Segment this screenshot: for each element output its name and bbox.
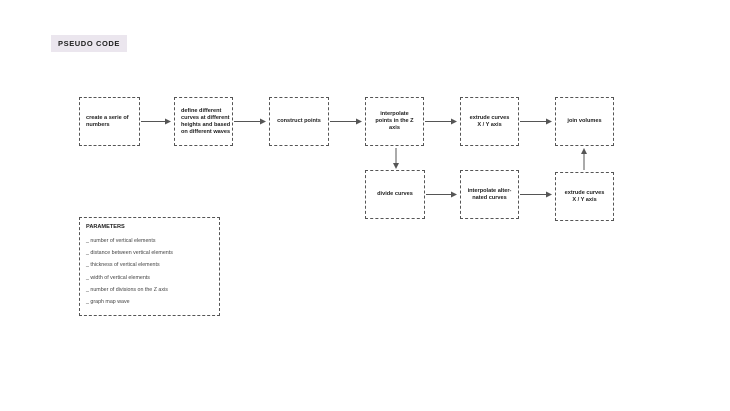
parameter-item: _ distance between vertical elements xyxy=(86,250,173,257)
parameters-title: PARAMETERS xyxy=(86,224,125,230)
step-interpolate-z: interpolate points in the Z axis xyxy=(365,97,424,146)
step-extrude-curves-top-label: extrude curves X / Y axis xyxy=(469,114,510,128)
step-interpolate-alternated: interpolate alter-nated curves xyxy=(460,170,519,219)
step-define-curves-label: define different curves at different hei… xyxy=(181,107,231,135)
step-construct-points-label: construct points xyxy=(277,118,321,124)
step-extrude-curves-bottom-label: extrude curves X / Y axis xyxy=(564,189,605,203)
step-interpolate-alternated-label: interpolate alter-nated curves xyxy=(467,187,512,201)
step-divide-curves-label: divide curves xyxy=(377,191,413,197)
step-extrude-curves-bottom: extrude curves X / Y axis xyxy=(555,172,614,221)
parameter-item: _ width of vertical elements xyxy=(86,274,150,281)
parameter-item: _ number of divisions on the Z axis xyxy=(86,286,168,293)
pseudo-code-badge: PSEUDO CODE xyxy=(51,35,127,52)
step-define-curves: define different curves at different hei… xyxy=(174,97,233,146)
step-extrude-curves-top: extrude curves X / Y axis xyxy=(460,97,519,146)
step-create-series: create a serie of numbers xyxy=(79,97,140,146)
parameter-item: _ thickness of vertical elements xyxy=(86,262,160,269)
parameters-list: _ number of vertical elements _ distance… xyxy=(86,238,213,311)
parameters-panel: PARAMETERS _ number of vertical elements… xyxy=(79,217,220,316)
step-join-volumes: join volumes xyxy=(555,97,614,146)
parameter-item: _ number of vertical elements xyxy=(86,238,156,244)
step-construct-points: construct points xyxy=(269,97,329,146)
step-interpolate-z-label: interpolate points in the Z axis xyxy=(375,111,414,131)
step-create-series-label: create a serie of numbers xyxy=(86,114,129,128)
step-join-volumes-label: join volumes xyxy=(567,118,602,124)
parameter-item: _ graph map wave xyxy=(86,298,130,305)
step-divide-curves: divide curves xyxy=(365,170,425,219)
